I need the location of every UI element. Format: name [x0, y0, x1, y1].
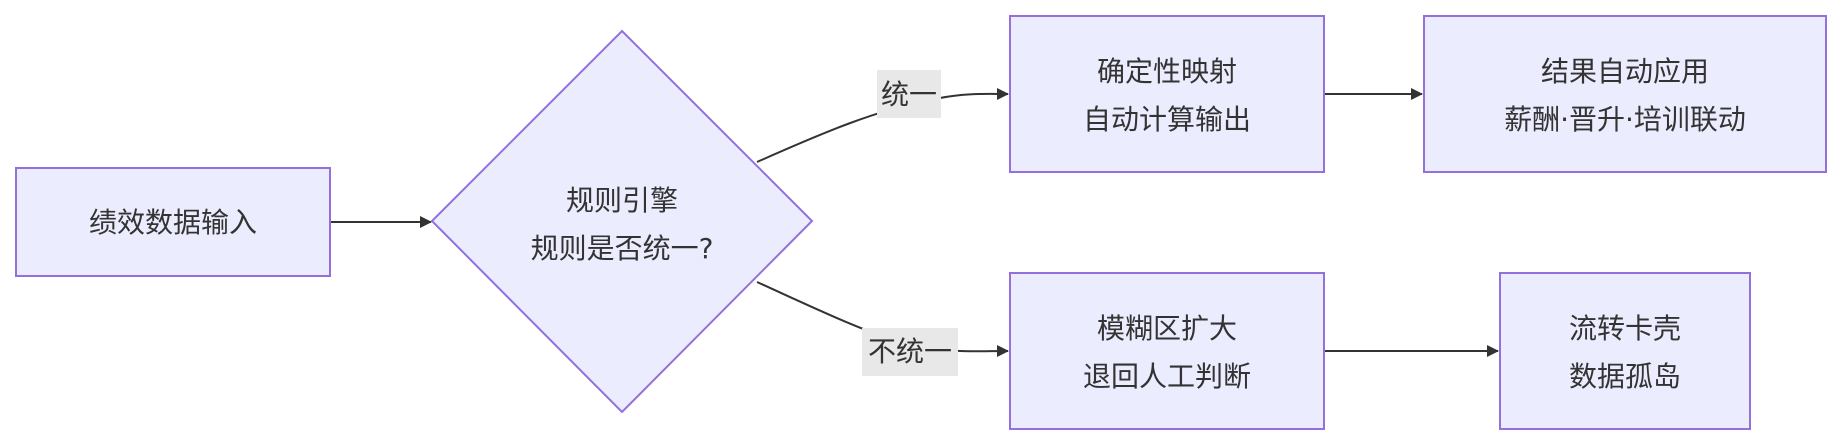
node-performance-input-box [15, 167, 331, 277]
node-rule-engine-decision: 规则引擎 规则是否统一? [430, 29, 814, 414]
node-rule-engine-decision-diamond [430, 29, 814, 414]
node-data-island-label-line2: 数据孤岛 [1569, 360, 1681, 393]
node-performance-input: 绩效数据输入 [15, 167, 331, 277]
edge-label-not-unified-text: 不统一 [868, 335, 952, 368]
edge-label-unified-text: 统一 [881, 78, 937, 111]
node-fuzzy-zone: 模糊区扩大 退回人工判断 [1009, 272, 1325, 430]
node-result-auto-apply: 结果自动应用 薪酬·晋升·培训联动 [1423, 15, 1827, 173]
node-fuzzy-zone-label-line1: 模糊区扩大 [1097, 312, 1237, 345]
edge-label-not-unified-bg [862, 328, 958, 376]
node-performance-input-label: 绩效数据输入 [89, 206, 257, 239]
node-data-island-label-line1: 流转卡壳 [1569, 312, 1681, 345]
node-rule-engine-decision-label-line1: 规则引擎 [566, 184, 678, 217]
node-rule-engine-decision-label-line2: 规则是否统一? [531, 232, 714, 265]
edge-label-unified: 统一 [877, 70, 941, 118]
node-deterministic-mapping-label-line1: 确定性映射 [1097, 55, 1237, 88]
edge-label-unified-bg [877, 70, 941, 118]
node-data-island: 流转卡壳 数据孤岛 [1499, 272, 1751, 430]
edge-label-not-unified: 不统一 [862, 328, 958, 376]
node-data-island-box [1499, 272, 1751, 430]
node-result-auto-apply-box [1423, 15, 1827, 173]
node-deterministic-mapping-box [1009, 15, 1325, 173]
node-result-auto-apply-label-line1: 结果自动应用 [1541, 55, 1709, 88]
node-deterministic-mapping: 确定性映射 自动计算输出 [1009, 15, 1325, 173]
node-fuzzy-zone-box [1009, 272, 1325, 430]
node-deterministic-mapping-label-line2: 自动计算输出 [1083, 103, 1251, 136]
node-fuzzy-zone-label-line2: 退回人工判断 [1083, 360, 1251, 393]
node-result-auto-apply-label-line2: 薪酬·晋升·培训联动 [1504, 103, 1746, 136]
